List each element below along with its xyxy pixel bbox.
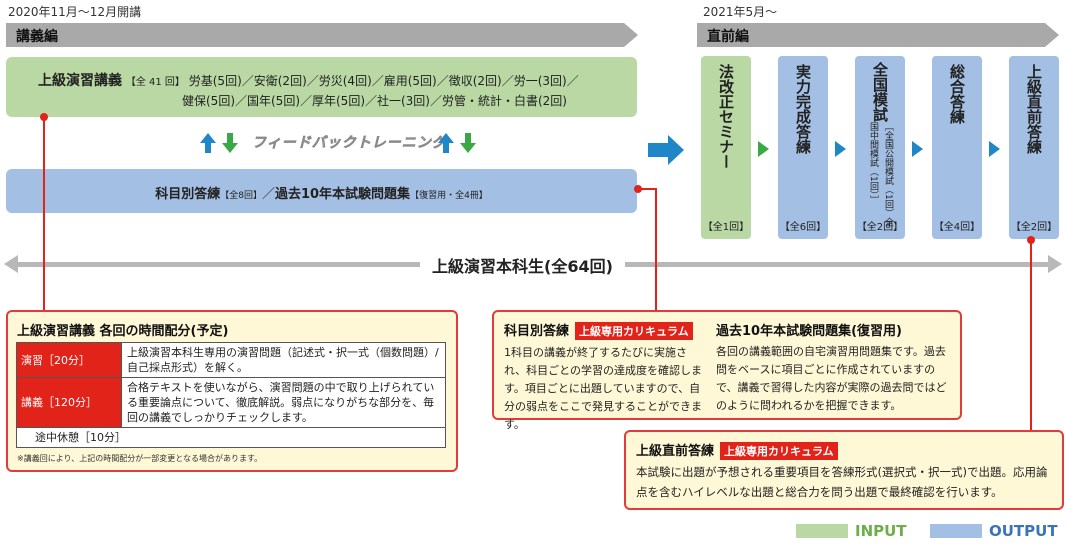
column-comprehensive-test: 総合答練 【全4回】 (932, 56, 982, 239)
column-skill-test-title: 実力完成答練 (794, 64, 812, 154)
connector-line-practice-v (655, 188, 657, 310)
column-mock-exam-sub: ［全国公開模試（1回）全国中間模試（1回）］ (868, 122, 893, 227)
legend-input-label: INPUT (855, 522, 907, 540)
schedule-row-desc: 合格テキストを使いながら、演習問題の中で取り上げられている重要論点について、徹底… (121, 377, 446, 428)
column-law-revision-title: 法改正セミナー (717, 64, 735, 169)
column-comprehensive-test-count: 【全4回】 (933, 222, 981, 233)
practice-title: 科目別答練 (504, 324, 570, 339)
connector-line-practice-h (638, 188, 656, 190)
final-panel: 上級直前答練上級専用カリキュラム 本試験に出題が予想される重要項目を答練形式(選… (624, 430, 1064, 510)
column-final-test-title: 上級直前答練 (1025, 64, 1043, 154)
schedule-row: 講義［120分］ 合格テキストを使いながら、演習問題の中で取り上げられている重要… (16, 377, 446, 428)
practice-col-right: 過去10年本試験問題集(復習用) 各回の講義範囲の自宅演習用問題集です。過去問を… (716, 320, 952, 415)
span-arrowhead-right (1048, 255, 1062, 273)
lecture-total: 【全 41 回】 (125, 77, 185, 88)
column-comprehensive-test-title: 総合答練 (948, 64, 966, 124)
schedule-row-label: 講義［120分］ (16, 377, 122, 428)
legend-input-swatch (796, 524, 848, 538)
final-title: 上級直前答練 (636, 444, 715, 459)
flow-arrow-4 (989, 141, 1000, 157)
column-law-revision: 法改正セミナー 【全1回】 (701, 56, 751, 239)
flow-arrow-2 (835, 141, 846, 157)
connector-line-lecture (43, 117, 45, 310)
feedback-arrows-right (438, 133, 476, 153)
final-text: 本試験に出題が予想される重要項目を答練形式(選択式・択一式)で出題。応用論点を含… (636, 465, 1048, 499)
practice-tag: 上級専用カリキュラム (575, 322, 693, 340)
lecture-phase-band: 講義編 (6, 23, 638, 47)
schedule-panel: 上級演習講義 各回の時間配分(予定) 演習［20分］ 上級演習本科生専用の演習問… (6, 310, 458, 472)
span-arrowhead-left (4, 255, 18, 273)
final-phase-label: 直前編 (707, 29, 749, 45)
span-label: 上級演習本科生(全64回) (420, 253, 625, 277)
flow-arrow-3 (912, 141, 923, 157)
feedback-training-label: フィードバックトレーニング (252, 135, 447, 152)
column-mock-exam: 全国模試 ［全国公開模試（1回）全国中間模試（1回）］ 【全2回】 (855, 56, 905, 239)
past-exam-title: 過去10年本試験問題集 (274, 187, 411, 202)
connector-line-final (1030, 240, 1032, 430)
lecture-subjects-2: 健保(5回)／国年(5回)／厚年(5回)／社一(3回)／労管・統計・白書(2回) (182, 94, 567, 108)
left-period-date: 2020年11月～12月開講 (8, 5, 142, 19)
column-final-test-count: 【全2回】 (1010, 222, 1058, 233)
practice-text: 1科目の講義が終了するたびに実施され、科目ごとの学習の達成度を確認します。項目ご… (504, 346, 702, 431)
column-law-revision-count: 【全1回】 (702, 222, 750, 233)
schedule-footnote: ※講義回により、上記の時間配分が一部変更となる場合があります。 (17, 454, 263, 463)
schedule-table-wrap: 演習［20分］ 上級演習本科生専用の演習問題（記述式・択一式（個数問題）/自己採… (16, 342, 446, 448)
column-skill-test: 実力完成答練 【全6回】 (778, 56, 828, 239)
answer-practice-separator: ／ (261, 187, 275, 202)
final-tag: 上級専用カリキュラム (720, 442, 838, 460)
legend-output-label: OUTPUT (989, 522, 1058, 540)
right-period-date: 2021年5月～ (703, 5, 778, 19)
column-skill-test-count: 【全6回】 (779, 222, 827, 233)
final-phase-band: 直前編 (697, 23, 1059, 47)
phase-transition-arrow (648, 135, 684, 165)
column-mock-exam-count: 【全2回】 (856, 222, 904, 233)
practice-panel: 科目別答練上級専用カリキュラム 1科目の講義が終了するたびに実施され、科目ごとの… (492, 310, 962, 431)
past-exam-panel-text: 各回の講義範囲の自宅演習用問題集です。過去問をベースに項目ごとに作成されています… (716, 345, 947, 412)
column-final-test: 上級直前答練 【全2回】 (1009, 56, 1059, 239)
feedback-arrows-left (200, 133, 238, 153)
schedule-row-desc: 上級演習本科生専用の演習問題（記述式・択一式（個数問題）/自己採点形式）を解く。 (121, 342, 446, 378)
final-title-row: 上級直前答練上級専用カリキュラム (636, 440, 838, 460)
lecture-subjects-1: 労基(5回)／安衛(2回)／労災(4回)／雇用(5回)／徴収(2回)／労一(3回… (188, 74, 579, 88)
column-mock-exam-title: 全国模試 (871, 62, 889, 122)
past-exam-note: 【復習用・全4冊】 (410, 191, 488, 201)
legend-output-swatch (930, 524, 982, 538)
schedule-row: 演習［20分］ 上級演習本科生専用の演習問題（記述式・択一式（個数問題）/自己採… (16, 342, 446, 378)
practice-col-left: 科目別答練上級専用カリキュラム 1科目の講義が終了するたびに実施され、科目ごとの… (504, 320, 709, 434)
schedule-row-label: 演習［20分］ (16, 342, 122, 378)
lecture-row-1: 上級演習講義 【全 41 回】 労基(5回)／安衛(2回)／労災(4回)／雇用(… (38, 70, 579, 90)
schedule-break: 途中休憩［10分］ (16, 427, 446, 448)
lecture-title: 上級演習講義 (38, 73, 122, 89)
lecture-box (6, 57, 637, 117)
practice-title-row: 科目別答練上級専用カリキュラム (504, 320, 709, 340)
answer-practice-title: 科目別答練 (155, 187, 221, 202)
lecture-phase-label: 講義編 (16, 29, 58, 45)
answer-practice-box (6, 169, 637, 213)
answer-practice-count: 【全8回】 (220, 191, 262, 201)
schedule-break-row: 途中休憩［10分］ (16, 427, 446, 448)
past-exam-panel-title: 過去10年本試験問題集(復習用) (716, 324, 902, 339)
schedule-table: 演習［20分］ 上級演習本科生専用の演習問題（記述式・択一式（個数問題）/自己採… (16, 342, 446, 448)
schedule-panel-title: 上級演習講義 各回の時間配分(予定) (17, 324, 229, 339)
flow-arrow-1 (758, 141, 769, 157)
answer-practice-row: 科目別答練【全8回】／過去10年本試験問題集【復習用・全4冊】 (6, 183, 637, 202)
